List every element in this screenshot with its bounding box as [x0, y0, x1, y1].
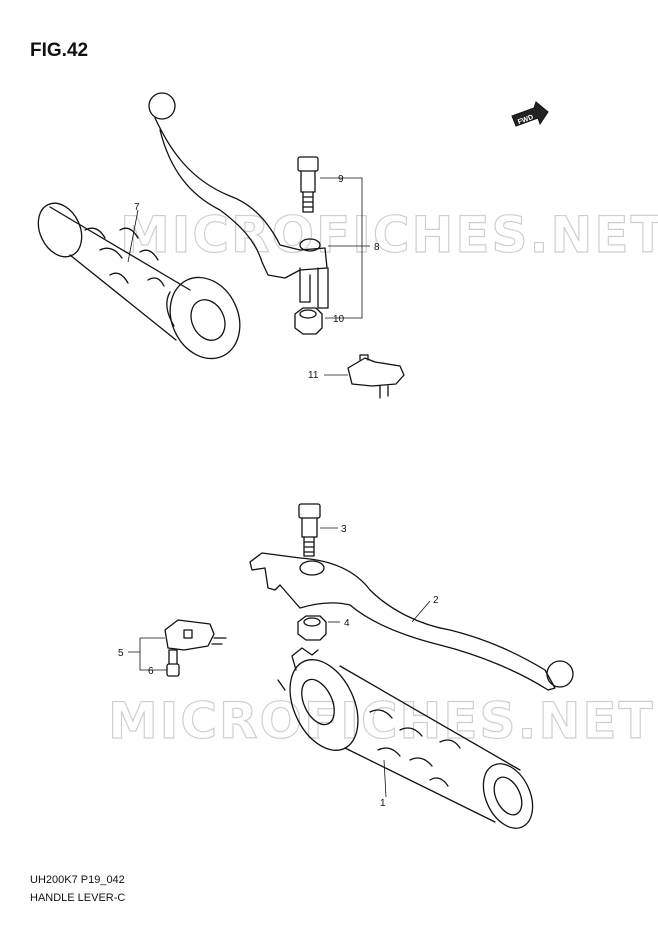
callout-3: 3: [341, 524, 347, 535]
lever-part-2: [249, 552, 574, 691]
callout-4: 4: [344, 618, 350, 629]
callout-11: 11: [308, 370, 319, 381]
callout-10: 10: [333, 314, 345, 325]
footer-name: HANDLE LEVER-C: [30, 892, 126, 904]
callout-9: 9: [338, 174, 344, 185]
callout-7: 7: [134, 202, 140, 213]
nut-part-10: [294, 307, 323, 335]
grip-right-part-1: [277, 647, 534, 829]
switch-part-11: [347, 354, 405, 399]
screw-part-6: [166, 649, 180, 677]
figure-title: FIG.42: [30, 40, 89, 61]
callout-2: 2: [433, 595, 439, 606]
callout-6: 6: [148, 666, 154, 677]
nut-part-4: [297, 615, 327, 641]
footer-code: UH200K7 P19_042: [30, 874, 125, 886]
bolt-part-9: [297, 156, 319, 213]
watermark-bottom: MICROFICHES.NET: [108, 692, 655, 750]
grip-left-part-7: [37, 202, 241, 360]
fwd-arrow-icon: FWD: [511, 101, 549, 127]
lever-upper: [148, 92, 329, 309]
callout-1: 1: [380, 798, 386, 809]
callout-8: 8: [374, 242, 380, 253]
watermark-top: MICROFICHES.NET: [120, 206, 658, 264]
callout-5: 5: [118, 648, 124, 659]
bolt-part-3: [298, 503, 321, 557]
switch-part-5: [164, 619, 227, 651]
